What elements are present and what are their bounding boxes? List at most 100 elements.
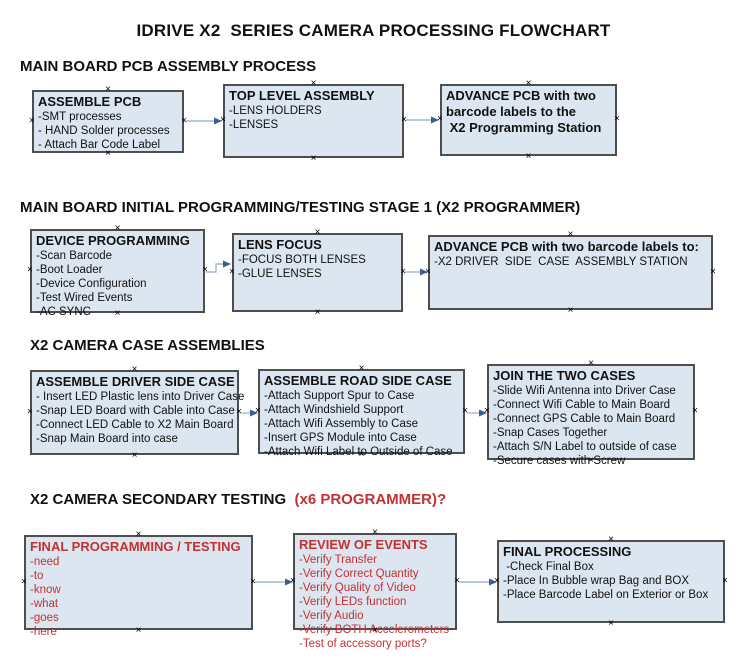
connection-handle-icon: × — [314, 307, 321, 318]
box-item: -Slide Wifi Antenna into Driver Case — [493, 385, 676, 397]
arrowhead-icon — [223, 260, 231, 268]
arrowhead-icon — [250, 409, 258, 417]
box-item: -know — [30, 584, 61, 596]
connection-handle-icon: × — [236, 406, 242, 417]
box-item: -Test of accessory ports? — [299, 638, 427, 650]
box-item: -need — [30, 556, 60, 568]
box-title-line: REVIEW OF EVENTS — [299, 537, 428, 552]
box-title-line: TOP LEVEL ASSEMBLY — [229, 88, 375, 103]
box-item: -AC SYNC — [36, 306, 91, 318]
section-heading-case-assemblies: X2 CAMERA CASE ASSEMBLIES — [30, 337, 265, 354]
section-heading-secondary-testing-black: X2 CAMERA SECONDARY TESTING — [30, 491, 291, 508]
arrowhead-icon — [431, 116, 439, 124]
box-item: -Verify Correct Quantity — [299, 568, 419, 580]
box-item: -Attach Support Spur to Case — [264, 390, 415, 402]
flow-box-assemble-pcb[interactable]: ASSEMBLE PCB -SMT processes- HAND Solder… — [29, 85, 187, 159]
flow-box-advance-pcb-driver-side[interactable]: ADVANCE PCB with two barcode labels to: … — [425, 230, 716, 316]
connection-handle-icon: × — [21, 576, 27, 587]
box-item: -Insert GPS Module into Case — [264, 432, 417, 444]
flow-box-final-programming-testing[interactable]: FINAL PROGRAMMING / TESTING -need -to -kno… — [21, 530, 256, 639]
box-item: -goes — [30, 612, 59, 624]
box-title-line: FINAL PROGRAMMING / TESTING — [30, 539, 241, 554]
box-item: -Snap Main Board into case — [36, 433, 178, 445]
box-items: -Attach Support Spur to Case-Attach Wind… — [264, 389, 459, 459]
box-item: - HAND Solder processes — [38, 125, 170, 137]
connection-handle-icon: × — [722, 575, 728, 586]
box-item: -Connect LED Cable to X2 Main Board — [36, 419, 234, 431]
box-items: -X2 DRIVER SIDE CASE ASSEMBLY STATION — [434, 255, 707, 269]
box-title: ASSEMBLE ROAD SIDE CASE — [264, 373, 459, 389]
box-item: -Verify BOTH Accelerometers — [299, 624, 450, 636]
box-item: -Secure cases with Screw — [493, 455, 626, 467]
box-title-line: DEVICE PROGRAMMING — [36, 233, 190, 248]
box-items: - Insert LED Plastic lens into Driver Ca… — [36, 390, 244, 446]
connection-handle-icon: × — [181, 115, 187, 126]
box-items: -Verify Transfer -Verify Correct Quantity… — [299, 553, 451, 651]
box-title: DEVICE PROGRAMMING — [36, 233, 199, 249]
box-title-line: ASSEMBLE ROAD SIDE CASE — [264, 373, 452, 388]
box-items: -LENS HOLDERS-LENSES — [229, 104, 398, 132]
connection-handle-icon: × — [608, 618, 614, 629]
box-item: -Boot Loader — [36, 264, 103, 276]
box-title-line: JOIN THE TWO CASES — [493, 368, 636, 383]
box-item: -Connect Wifi Cable to Main Board — [493, 399, 671, 411]
section-heading-programmer-red: (x6 PROGRAMMER)? — [290, 491, 447, 508]
section-heading-pcb-assembly: MAIN BOARD PCB ASSEMBLY PROCESS — [20, 58, 317, 75]
flow-box-final-processing[interactable]: FINAL PROCESSING -Check Final Box -Place … — [494, 535, 728, 629]
section-heading-secondary-testing: X2 CAMERA SECONDARY TESTING (x6 PROGRAMM… — [30, 491, 446, 508]
box-title: LENS FOCUS — [238, 237, 397, 253]
connection-handle-icon: × — [401, 114, 407, 126]
connection-handle-icon: × — [27, 406, 33, 417]
box-title-line: ASSEMBLE PCB — [38, 94, 142, 109]
box-item: - Attach Bar Code Label — [38, 139, 161, 151]
box-item: -X2 DRIVER SIDE CASE ASSEMBLY STATION — [434, 256, 688, 268]
connection-handle-icon: × — [494, 575, 500, 586]
box-title: REVIEW OF EVENTS — [299, 537, 451, 553]
box-item: -to — [30, 570, 44, 582]
connection-handle-icon: × — [310, 153, 317, 164]
arrowhead-icon — [214, 117, 222, 125]
box-item: -LENS HOLDERS — [229, 105, 322, 117]
connection-handle-icon: × — [437, 113, 443, 125]
box-item: -Snap Cases Together — [493, 427, 608, 439]
box-item: -Place In Bubble wrap Bag and BOX — [503, 575, 690, 587]
box-title-line: X2 Programming Station — [446, 120, 602, 135]
connection-handle-icon: × — [525, 151, 532, 162]
connection-handle-icon: × — [202, 264, 208, 276]
box-items: -SMT processes- HAND Solder processes- A… — [38, 110, 178, 152]
box-item: -here — [30, 626, 57, 638]
box-title: ADVANCE PCB with two barcode labels to: — [434, 239, 707, 255]
connection-handle-icon: × — [220, 114, 226, 126]
page-title: IDRIVE X2 SERIES CAMERA PROCESSING FLOWC… — [136, 21, 611, 40]
connection-handle-icon: × — [290, 575, 296, 586]
arrowhead-icon — [479, 409, 487, 417]
connection-handle-icon: × — [27, 264, 33, 276]
box-item: -what — [30, 598, 59, 610]
box-item: -FOCUS BOTH LENSES — [238, 254, 366, 266]
flow-box-review-of-events[interactable]: REVIEW OF EVENTS -Verify Transfer-Verify… — [290, 528, 460, 651]
flow-box-join-two-cases[interactable]: JOIN THE TWO CASES -Slide Wifi Antenna i… — [484, 359, 698, 468]
connection-handle-icon: × — [692, 405, 698, 417]
flow-box-top-level-assembly[interactable]: TOP LEVEL ASSEMBLY -LENS HOLDERS-LENSES … — [220, 79, 407, 164]
box-title-line: FINAL PROCESSING — [503, 544, 632, 559]
connection-handle-icon: × — [484, 405, 490, 417]
box-title-line: ASSEMBLE DRIVER SIDE CASE — [36, 374, 235, 389]
flow-box-device-programming[interactable]: DEVICE PROGRAMMING -Scan Barcode-Boot Lo… — [27, 224, 208, 319]
box-item: -Attach Wifi Label to Outside of Case — [264, 446, 453, 458]
box-title-line: LENS FOCUS — [238, 237, 322, 252]
box-item: -Connect GPS Cable to Main Board — [493, 413, 676, 425]
box-item: -Snap LED Board with Cable into Case — [36, 405, 235, 417]
box-title-line: barcode labels to the — [446, 104, 577, 119]
box-item: -Verify Transfer — [299, 554, 377, 566]
connection-handle-icon: × — [614, 113, 620, 125]
flow-box-assemble-road-side-case[interactable]: ASSEMBLE ROAD SIDE CASE -Attach Support … — [255, 364, 468, 460]
box-item: -Check Final Box — [503, 561, 594, 573]
section-heading-initial-programming: MAIN BOARD INITIAL PROGRAMMING/TESTING S… — [20, 199, 581, 216]
flow-box-lens-focus[interactable]: LENS FOCUS -FOCUS BOTH LENSES-GLUE LENSE… — [229, 228, 406, 318]
flow-box-assemble-driver-side-case[interactable]: ASSEMBLE DRIVER SIDE CASE - Insert LED P… — [27, 365, 244, 461]
box-item: -Verify Audio — [299, 610, 364, 622]
box-item: -Device Configuration — [36, 278, 147, 290]
box-items: -FOCUS BOTH LENSES-GLUE LENSES — [238, 253, 397, 281]
